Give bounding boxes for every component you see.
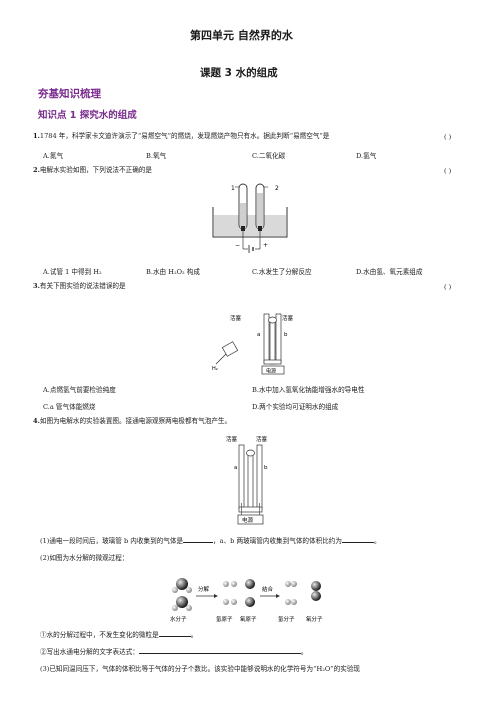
q2-number: 2. (33, 166, 40, 174)
q4-sub2-a-text: ①水的分解过程中，不发生变化的微粒是 (40, 631, 159, 639)
tube-2-label: 2 (275, 185, 279, 192)
q3-option-d[interactable]: D.两个实验均可证明水的组成 (252, 403, 339, 411)
section-title: 夯基知识梳理 (38, 88, 101, 100)
q2-option-c[interactable]: C.水发生了分解反应 (252, 268, 312, 276)
unit-title: 第四单元 自然界的水 (190, 29, 293, 42)
negative-terminal-label: − (235, 242, 240, 249)
q4-sub2: (2)如图为水分解的微观过程： (40, 554, 129, 562)
q1-option-d[interactable]: D.氢气 (356, 152, 377, 160)
q4-sub2-b-text: ②写出水通电分解的文字表达式： (40, 648, 139, 656)
q3-stem: 3.有关下图实验的说法错误的是 (33, 283, 126, 290)
q4-sub2-a-end: 。 (190, 631, 198, 639)
electrolysis-and-combustion-figure-q3: 活塞 活塞 a b 电源 H₂ (212, 313, 294, 375)
oxygen-atom-caption: 氧原子 (240, 615, 257, 623)
knowledge-point-1: 知识点 1 探究水的组成 (38, 110, 137, 121)
q2-answer-paren[interactable]: ( ) (444, 167, 452, 175)
lesson-title: 课题 3 水的组成 (200, 67, 278, 79)
valve-right-label: 活塞 (282, 314, 294, 322)
positive-terminal-label: + (263, 242, 268, 249)
valve-left-label: 活塞 (230, 314, 242, 322)
q1-option-b[interactable]: B.氧气 (146, 152, 167, 160)
decompose-arrow-label: 分解 (198, 585, 210, 593)
q4-stem: 4.如图为电解水的实验装置图。接通电源观察两电极都有气泡产生。 (33, 418, 231, 425)
q1-text: 1784 年，科学家卡文迪许演示了“易燃空气”的燃烧，发现燃烧产物只有水。据此判… (39, 132, 330, 140)
q4-sub1-text-c: 。 (373, 537, 381, 545)
q2-stem: 2.电解水实验如图，下列说法不正确的是 (33, 167, 152, 174)
q2-option-a[interactable]: A.试管 1 中得到 H₂ (43, 268, 102, 276)
electrolysis-figure-q2: 1 2 − + (212, 183, 288, 253)
q1-option-a[interactable]: A.氮气 (43, 152, 64, 160)
q4-sub2-b-blank[interactable] (138, 653, 301, 654)
q4-sub2-b: ②写出水通电分解的文字表达式： 。 (40, 649, 308, 656)
q4-text: 如图为电解水的实验装置图。接通电源观察两电极都有气泡产生。 (39, 417, 232, 425)
q2-option-d[interactable]: D.水由氢、氧元素组成 (356, 268, 423, 276)
q3-text: 有关下图实验的说法错误的是 (39, 282, 126, 290)
q4-sub1-text-a: (1)通电一段时间后，玻璃管 b 内收集到的气体是 (40, 537, 184, 545)
q4-number: 4. (33, 417, 40, 425)
q2-text: 电解水实验如图，下列说法不正确的是 (39, 166, 152, 174)
hydrogen-atom-caption: 氢原子 (216, 615, 233, 623)
q3-option-c[interactable]: C.a 管气体能燃烧 (43, 403, 96, 411)
q3-answer-paren[interactable]: ( ) (444, 283, 452, 291)
q3-number: 3. (33, 282, 40, 290)
q4-tube-b-label: b (264, 465, 268, 471)
q4-sub1-text-b: ，a、b 两玻璃管内收集到气体的体积比约为 (213, 537, 342, 545)
q4-sub3: (3)已知同温同压下，气体的体积比等于气体的分子个数比。该实验中能够说明水的化学… (40, 665, 361, 673)
electrolysis-figure-q4: 活塞 活塞 a b 电源 (226, 435, 268, 525)
tube-a-label: a (257, 332, 260, 338)
q4-sub2-a: ①水的分解过程中，不发生变化的微粒是 。 (40, 632, 197, 639)
q4-valve-left-label: 活塞 (226, 435, 238, 443)
combine-arrow-label: 结合 (262, 585, 274, 593)
q3-option-a[interactable]: A.点燃氢气前要检验纯度 (43, 386, 116, 394)
water-decomposition-micro-figure: 分解 结合 水分子 氢原子 氧原子 氢分子 氧分子 (170, 578, 323, 623)
q4-sub2-a-blank[interactable] (158, 636, 191, 637)
q1-stem: 1.1784 年，科学家卡文迪许演示了“易燃空气”的燃烧，发现燃烧产物只有水。据… (33, 133, 329, 140)
q4-sub1: (1)通电一段时间后，玻璃管 b 内收集到的气体是 ，a、b 两玻璃管内收集到气体… (40, 538, 381, 545)
water-molecule-caption: 水分子 (170, 615, 187, 623)
q4-sub1-blank-1[interactable] (183, 542, 214, 543)
tube-b-label: b (284, 332, 288, 338)
q3-option-b[interactable]: B.水中加入氢氧化钠能增强水的导电性 (252, 386, 365, 394)
q4-power-supply-label: 电源 (242, 516, 254, 524)
tube-1-label: 1 (231, 185, 235, 192)
hydrogen-jet-label: H₂ (212, 366, 218, 372)
q1-answer-paren[interactable]: ( ) (444, 133, 452, 141)
q2-option-b[interactable]: B.水由 H₂O₂ 构成 (146, 268, 200, 276)
q4-tube-a-label: a (234, 465, 237, 471)
hydrogen-molecule-caption: 氢分子 (278, 615, 295, 623)
q1-option-c[interactable]: C.二氧化碳 (252, 152, 286, 160)
q4-sub1-blank-2[interactable] (341, 542, 374, 543)
power-supply-label: 电源 (266, 368, 276, 375)
q4-valve-right-label: 活塞 (256, 435, 268, 443)
q4-sub2-b-end: 。 (300, 648, 308, 656)
q1-number: 1. (33, 132, 40, 140)
oxygen-molecule-caption: 氧分子 (306, 615, 323, 623)
